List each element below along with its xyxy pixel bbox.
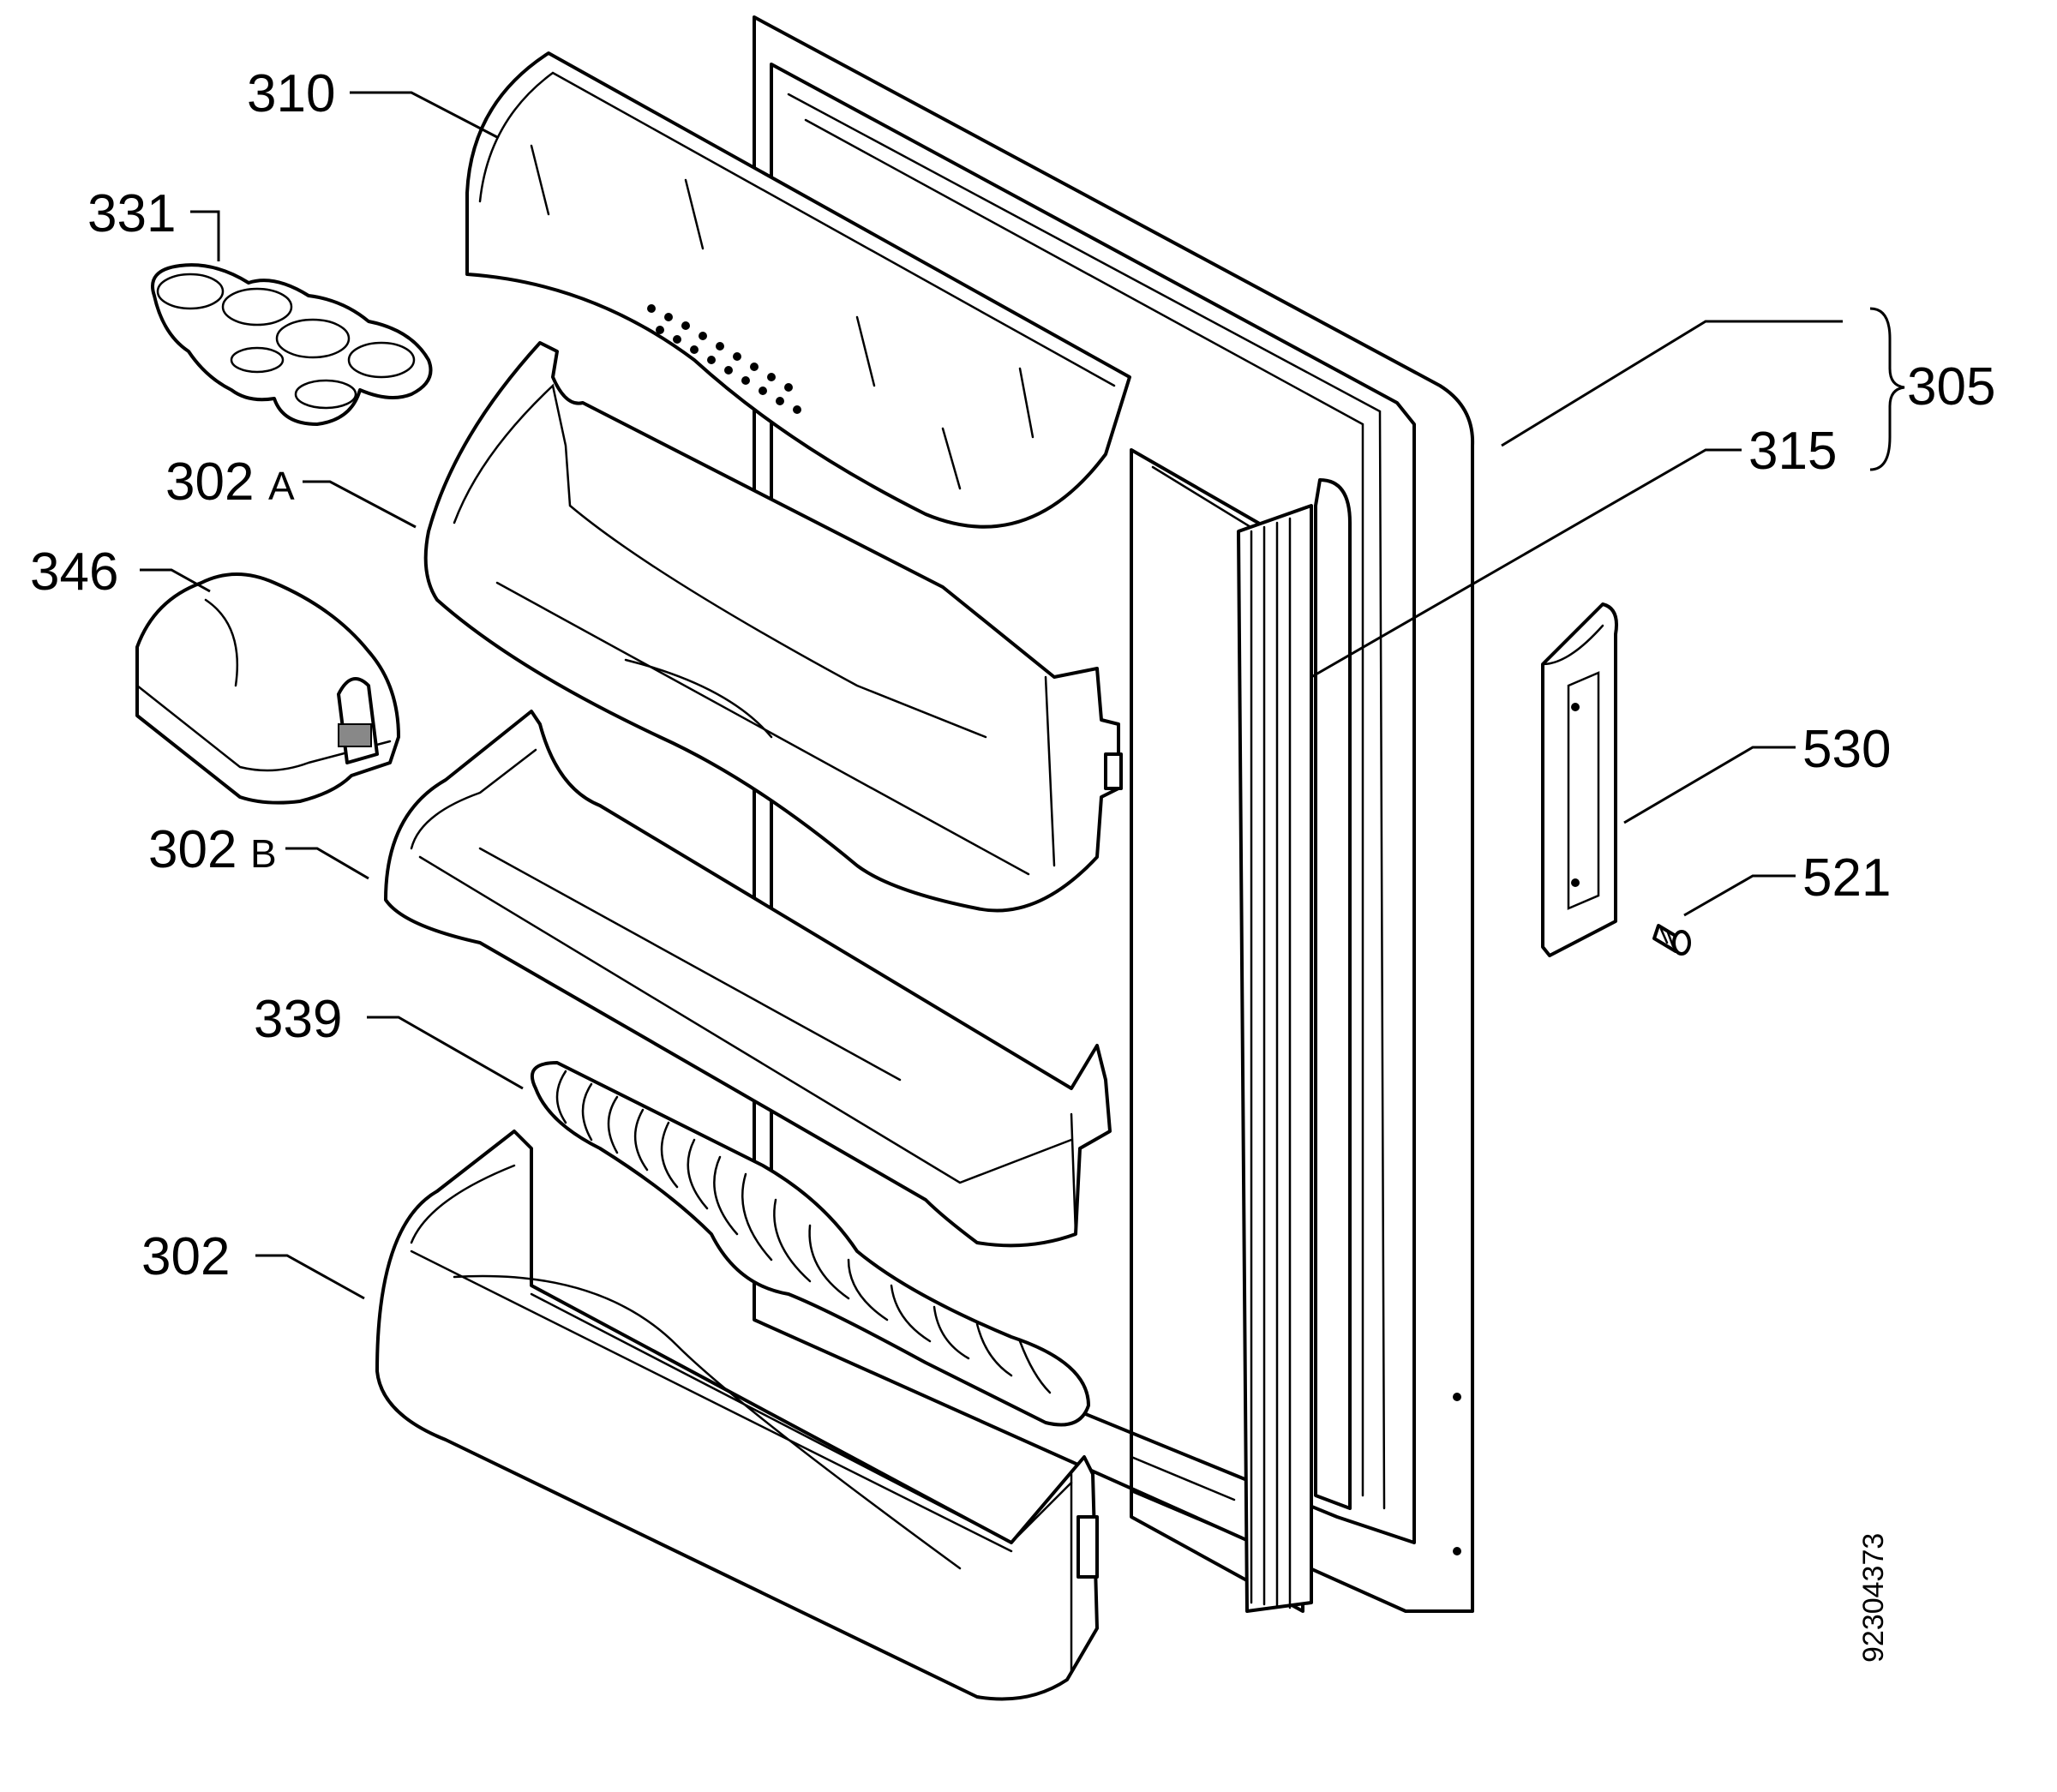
- label-346: 346: [30, 542, 118, 602]
- label-339: 339: [254, 990, 342, 1049]
- butter-box: [135, 572, 400, 805]
- label-315: 315: [1748, 422, 1837, 481]
- screw: [1652, 924, 1691, 956]
- label-302a-suffix: A: [268, 464, 295, 508]
- door-shelf-cover: [465, 51, 1131, 529]
- label-310: 310: [247, 64, 335, 123]
- door-shelf-a: [423, 341, 1123, 913]
- label-331: 331: [87, 184, 176, 243]
- document-number: 92304373: [1857, 1533, 1890, 1663]
- label-530: 530: [1802, 720, 1891, 779]
- door-gasket: [1130, 448, 1313, 1613]
- door-shelf-bottom: [375, 1130, 1099, 1701]
- label-302b-suffix: B: [250, 831, 277, 876]
- door-shelf-b: [384, 710, 1112, 1248]
- egg-tray: [151, 263, 433, 426]
- part-labels: 310 331 302 A 346 302 B 339 302 305 315 …: [30, 64, 1995, 1663]
- vent-holes: [647, 304, 801, 414]
- label-302a-number: 302: [165, 452, 254, 512]
- label-521: 521: [1802, 848, 1891, 908]
- retainer-ribs: [555, 1070, 1052, 1394]
- label-302b-number: 302: [148, 820, 237, 879]
- label-302: 302: [141, 1227, 230, 1286]
- bottle-retainer: [530, 1061, 1090, 1427]
- door-handle: [1541, 602, 1618, 957]
- label-305: 305: [1907, 357, 1995, 417]
- leader-lines: [140, 91, 1905, 1300]
